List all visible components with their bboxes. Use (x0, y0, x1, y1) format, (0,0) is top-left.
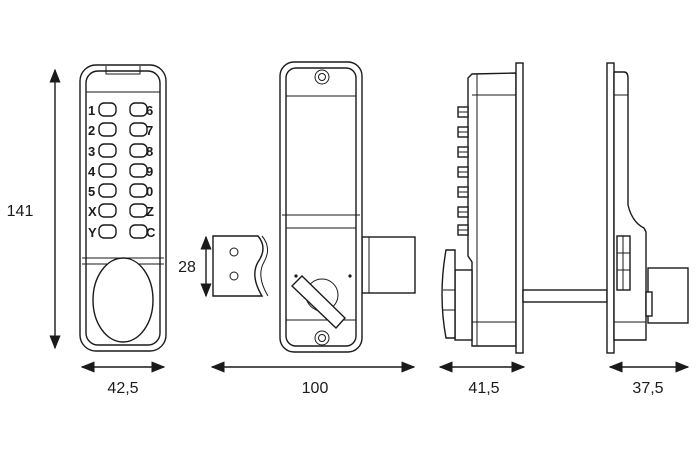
keypad-button (129, 143, 148, 158)
keypad-button (129, 102, 148, 117)
side-view-latch (606, 62, 689, 354)
dim-front-depth-label: 41,5 (468, 380, 499, 397)
key-label: X (88, 204, 97, 219)
keypad-button (98, 102, 117, 117)
front-keypad-view: 1 6 2 7 3 8 4 9 5 0X Z Y C (79, 64, 167, 352)
key-label: 2 (88, 123, 95, 138)
key-label: Y (88, 225, 97, 240)
keypad-button (98, 163, 117, 178)
dim-latch-height-label: 28 (178, 259, 196, 276)
dim-height-label: 141 (7, 203, 34, 220)
keypad-button (129, 122, 148, 137)
keypad-button (98, 203, 117, 218)
key-label: C (146, 225, 156, 240)
dim-back-depth-label: 37,5 (632, 380, 663, 397)
key-label: 6 (146, 103, 153, 118)
key-label: 9 (146, 164, 153, 179)
keypad-button (98, 143, 117, 158)
thumb-turn-lever (290, 275, 346, 330)
dimension-lines (49, 68, 690, 373)
keypad-button (98, 224, 117, 239)
key-label: 8 (146, 144, 153, 159)
dim-front-width-label: 42,5 (107, 380, 138, 397)
key-label: 5 (88, 184, 95, 199)
keypad-button (129, 183, 148, 198)
dim-backset-label: 100 (302, 380, 329, 397)
keypad-button (98, 122, 117, 137)
key-label: 7 (146, 123, 153, 138)
keypad-button (98, 183, 117, 198)
side-view-keypad (441, 62, 608, 354)
key-label: Z (146, 204, 154, 219)
key-label: 1 (88, 103, 95, 118)
latch-bolt-right (361, 236, 416, 294)
keypad-button (129, 224, 148, 239)
key-label: 4 (88, 164, 96, 179)
keypad-button (129, 203, 148, 218)
key-label: 0 (146, 184, 153, 199)
rear-latch-view (212, 61, 416, 353)
key-label: 3 (88, 144, 95, 159)
keypad-button (129, 163, 148, 178)
